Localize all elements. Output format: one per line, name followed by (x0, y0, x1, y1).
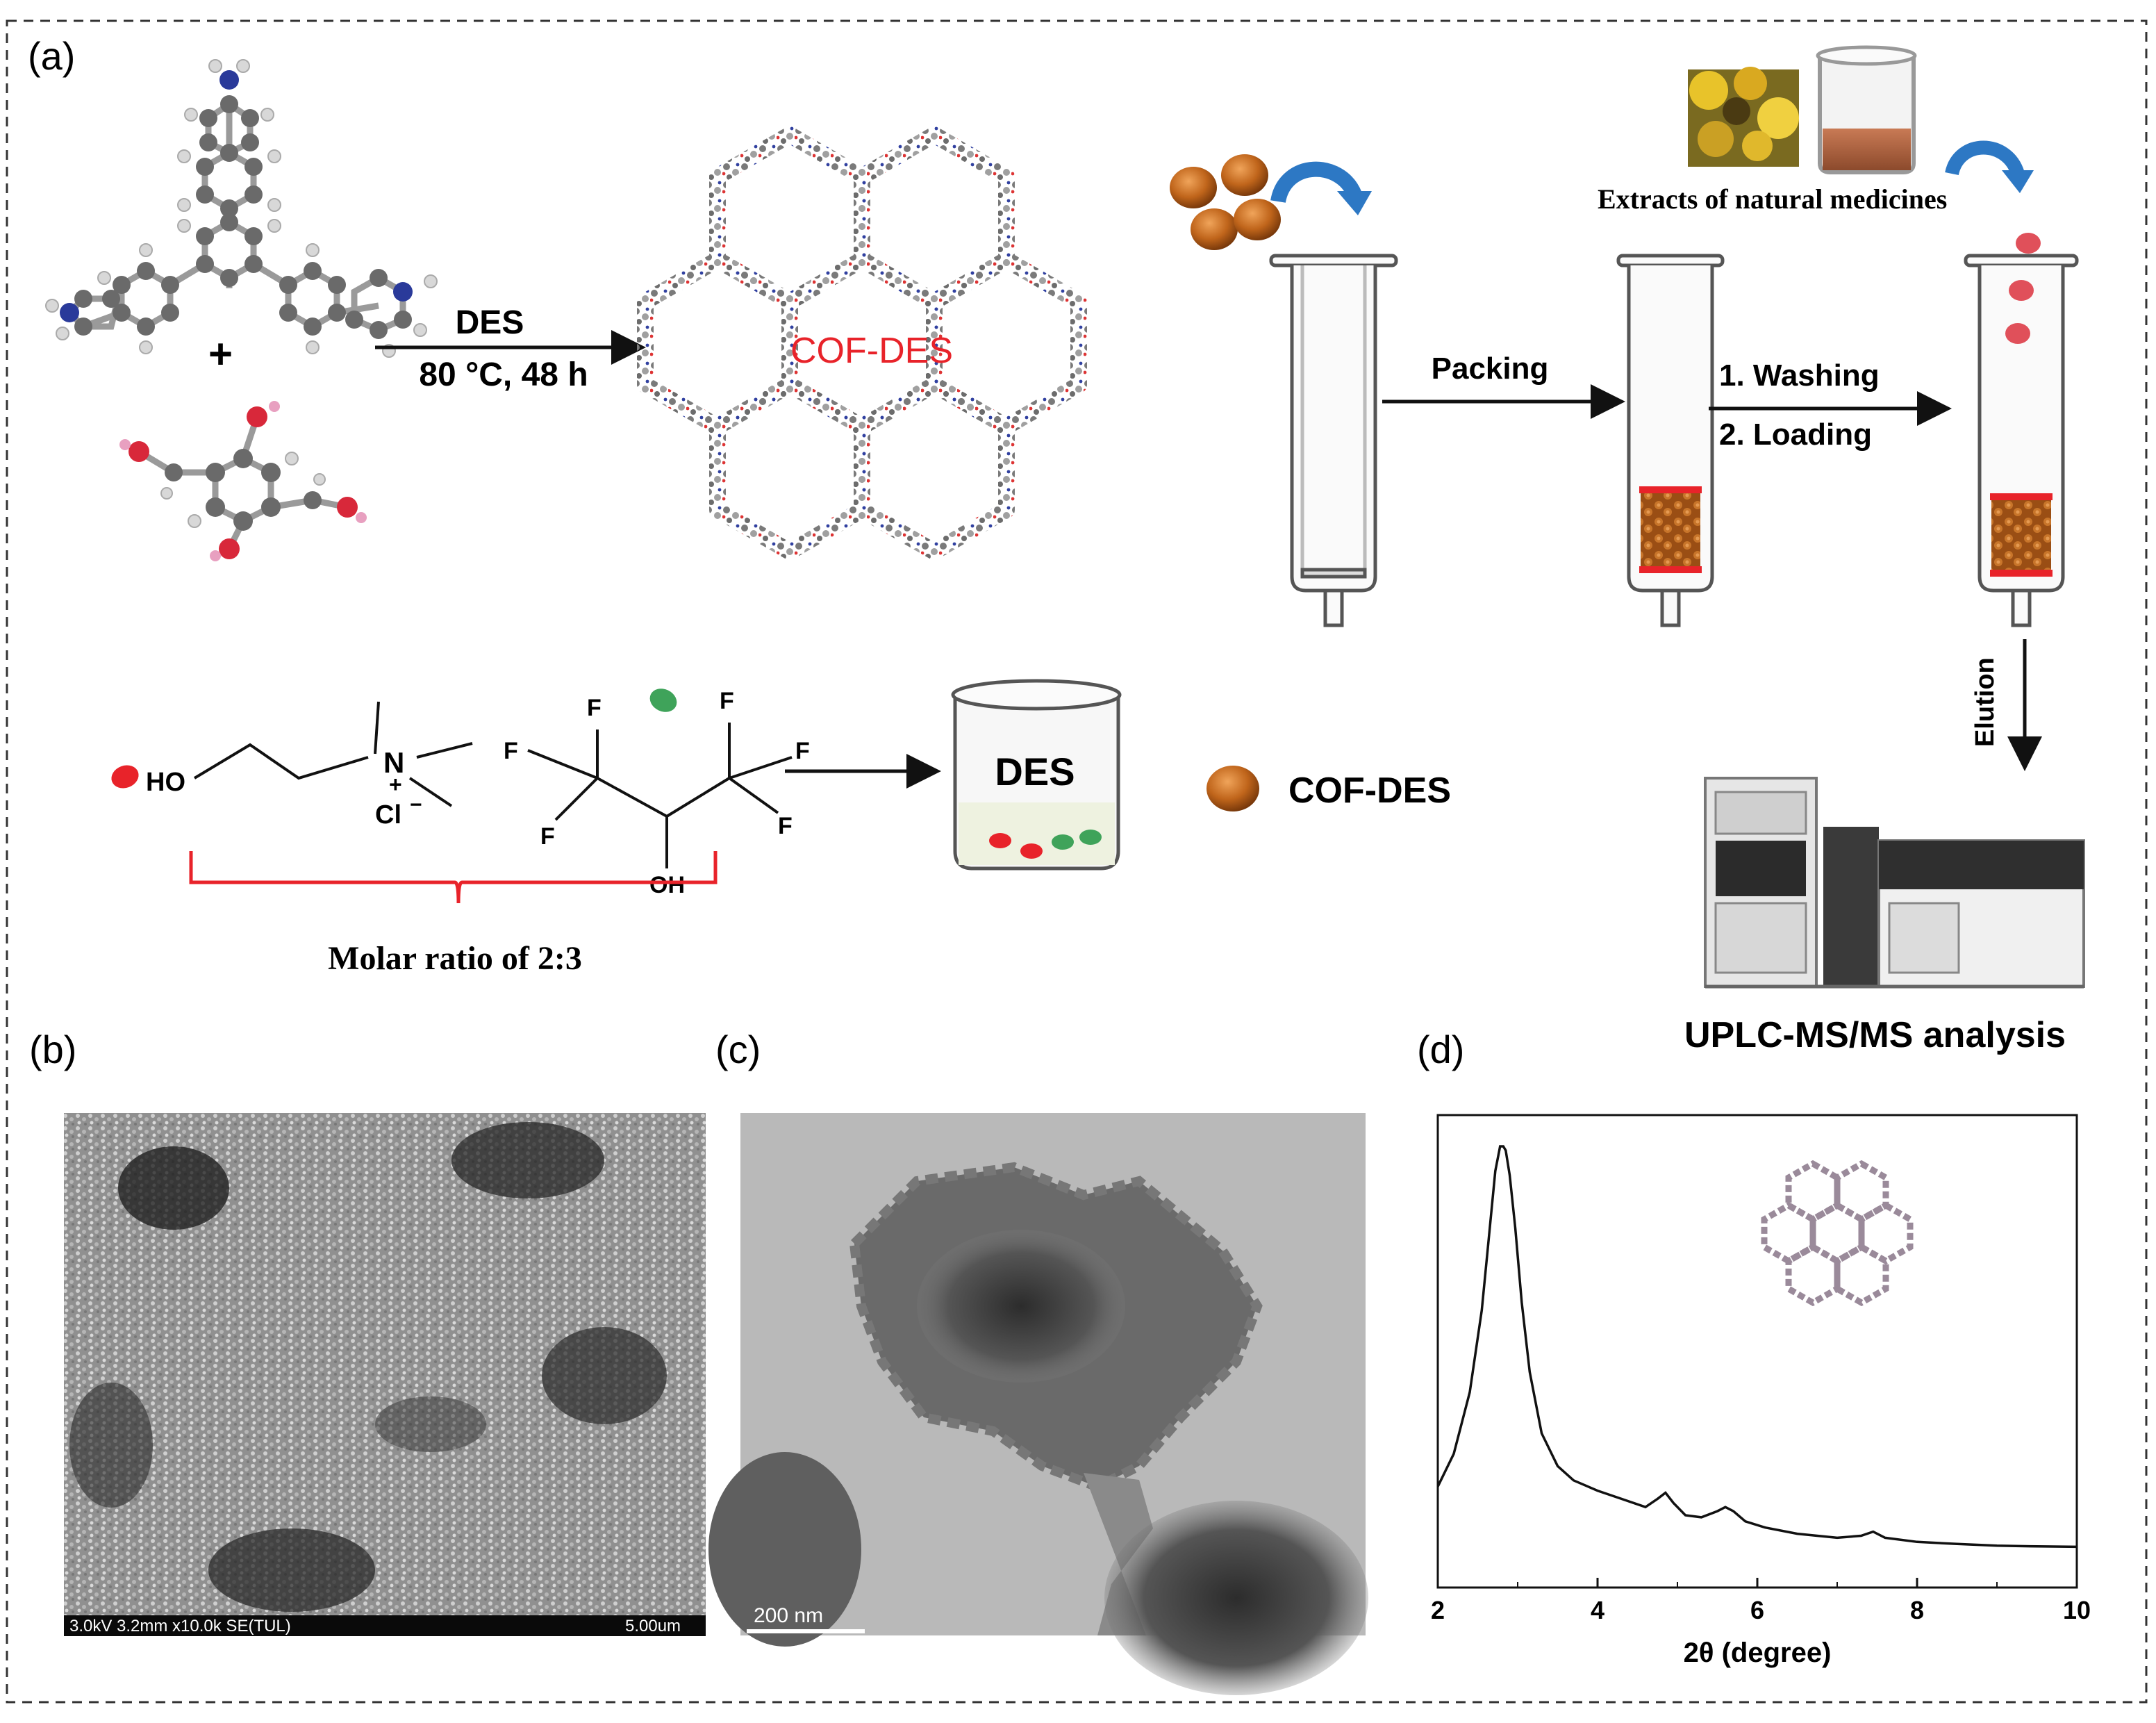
x-tick-label: 4 (1591, 1596, 1604, 1624)
sem-scale-label: 5.00um (625, 1617, 681, 1635)
atom-cl-charge: − (410, 793, 422, 816)
atom-f-4: F (720, 688, 734, 714)
triamine-molecule (45, 59, 438, 358)
extract-image (1688, 67, 1799, 167)
panel-label-a: (a) (28, 34, 75, 78)
extract-label: Extracts of natural medicines (1598, 183, 1947, 215)
cof-structure-inset (1761, 1160, 1914, 1307)
molar-ratio-bracket (189, 851, 718, 904)
synthesis-arrow-bottom-label: 80 °C, 48 h (419, 356, 588, 393)
x-tick-label: 6 (1750, 1596, 1764, 1624)
hexafluoro-alcohol-structure (527, 689, 793, 868)
atom-f-5: F (795, 738, 810, 764)
uplc-label: UPLC-MS/MS analysis (1684, 1015, 2066, 1055)
atom-f-6: F (778, 813, 793, 839)
panel-label-c: (c) (715, 1028, 761, 1071)
atom-n-charge: + (389, 772, 402, 797)
atom-n: N (383, 746, 404, 779)
synthesis-arrow-top-label: DES (456, 304, 524, 341)
atom-cl: Cl (375, 800, 401, 830)
aldehyde-molecule (119, 401, 367, 561)
des-beaker-label: DES (995, 750, 1075, 793)
spe-cartridge-empty (1269, 254, 1398, 627)
curved-arrow-2 (1945, 140, 2025, 176)
cof-des-legend-bead (1206, 766, 1259, 811)
sem-image (64, 1113, 706, 1636)
x-axis-label: 2θ (degree) (1684, 1638, 1832, 1668)
curved-arrow-1-head (1337, 191, 1372, 215)
x-tick-label: 2 (1431, 1596, 1445, 1624)
curved-arrow-2-head (2002, 170, 2034, 193)
tem-scale-label: 200 nm (754, 1604, 823, 1627)
x-axis-ticks: 2 4 6 8 10 (1431, 1578, 2091, 1624)
atom-f-3: F (540, 823, 555, 850)
figure-border (6, 19, 2148, 1704)
xrd-chart: 2 4 6 8 10 2θ (degree) (1431, 1114, 2091, 1668)
loading-label: 2. Loading (1719, 418, 1872, 452)
spe-cartridge-loaded (1964, 254, 2079, 627)
packing-label: Packing (1432, 352, 1549, 386)
uplc-instrument (1704, 777, 2085, 989)
tem-scale-bar (747, 1629, 865, 1633)
atom-ho: HO (146, 768, 185, 797)
plot-frame (1436, 1114, 2078, 1589)
choline-chloride-structure (111, 701, 473, 807)
cof-des-legend-label: COF-DES (1288, 770, 1451, 811)
spe-cartridge-packed (1616, 254, 1725, 627)
cof-honeycomb (637, 126, 1087, 560)
extract-beaker (1816, 45, 1917, 174)
atom-f-1: F (587, 695, 602, 721)
elution-label: Elution (1971, 657, 2000, 747)
curved-arrow-1 (1270, 161, 1362, 204)
x-tick-label: 8 (1910, 1596, 1924, 1624)
cof-beads (1170, 154, 1281, 250)
x-tick-label: 10 (2063, 1596, 2091, 1624)
des-beaker (951, 679, 1122, 871)
molar-ratio-label: Molar ratio of 2:3 (328, 940, 582, 977)
washing-label: 1. Washing (1719, 358, 1880, 393)
xrd-pattern-line (1436, 1145, 2078, 1549)
tem-image (708, 1113, 1368, 1695)
atom-oh: OH (649, 872, 685, 898)
panel-label-b: (b) (29, 1028, 76, 1071)
cof-label: COF-DES (790, 331, 953, 371)
panel-label-d: (d) (1417, 1028, 1464, 1071)
plus-sign: + (208, 331, 233, 377)
sem-info-bar: 3.0kV 3.2mm x10.0k SE(TUL) (69, 1617, 291, 1635)
atom-f-2: F (504, 738, 518, 764)
sample-drops (2005, 233, 2041, 344)
